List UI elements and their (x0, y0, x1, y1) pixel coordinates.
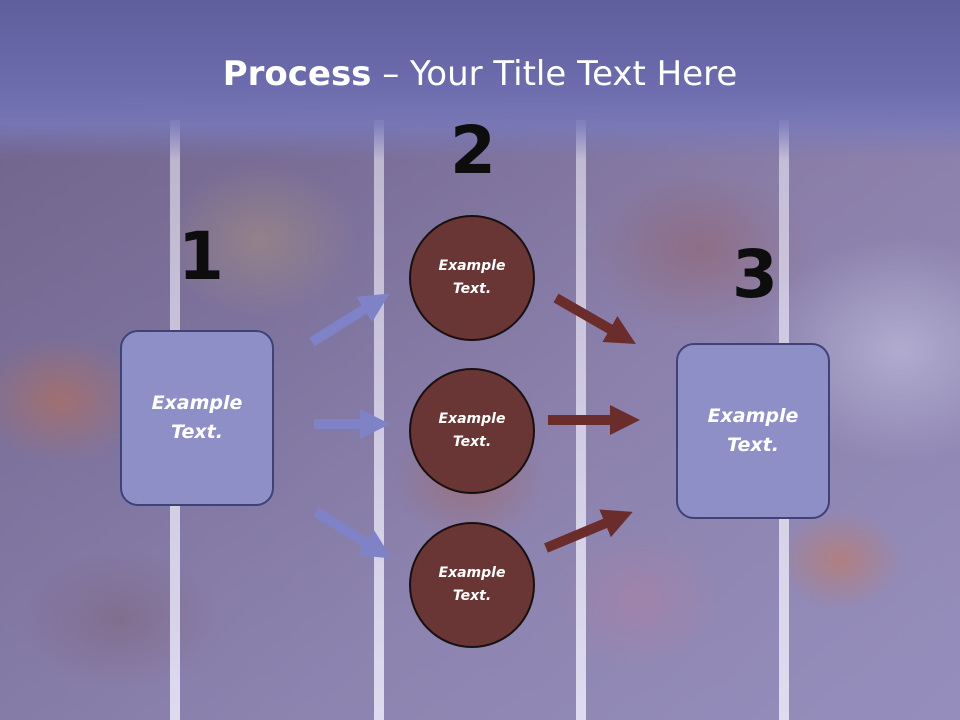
title-bold: Process (222, 54, 372, 94)
title-bar (0, 0, 960, 160)
title-rest: – Your Title Text Here (371, 54, 738, 94)
circle-bottom: Example Text. (409, 522, 535, 648)
circle-top: Example Text. (409, 215, 535, 341)
left-step-label: Example Text. (151, 392, 243, 443)
circle-middle-label: Example Text. (438, 411, 506, 450)
circle-top-label: Example Text. (438, 258, 506, 297)
arrow-down-right (313, 507, 392, 559)
circle-bottom-label: Example Text. (438, 565, 506, 604)
circle-middle: Example Text. (409, 368, 535, 494)
right-step-box: Example Text. (676, 343, 830, 519)
right-step-label: Example Text. (707, 405, 799, 456)
step-number-2: 2 (450, 112, 496, 189)
slide-title: Process – Your Title Text Here (0, 52, 960, 96)
step-number-3: 3 (732, 236, 778, 313)
arrow-up-right (309, 293, 390, 347)
step-number-1: 1 (178, 218, 224, 295)
left-step-box: Example Text. (120, 330, 274, 506)
arrow-down-right-red (553, 293, 636, 344)
arrow-up-right-red (544, 509, 633, 553)
